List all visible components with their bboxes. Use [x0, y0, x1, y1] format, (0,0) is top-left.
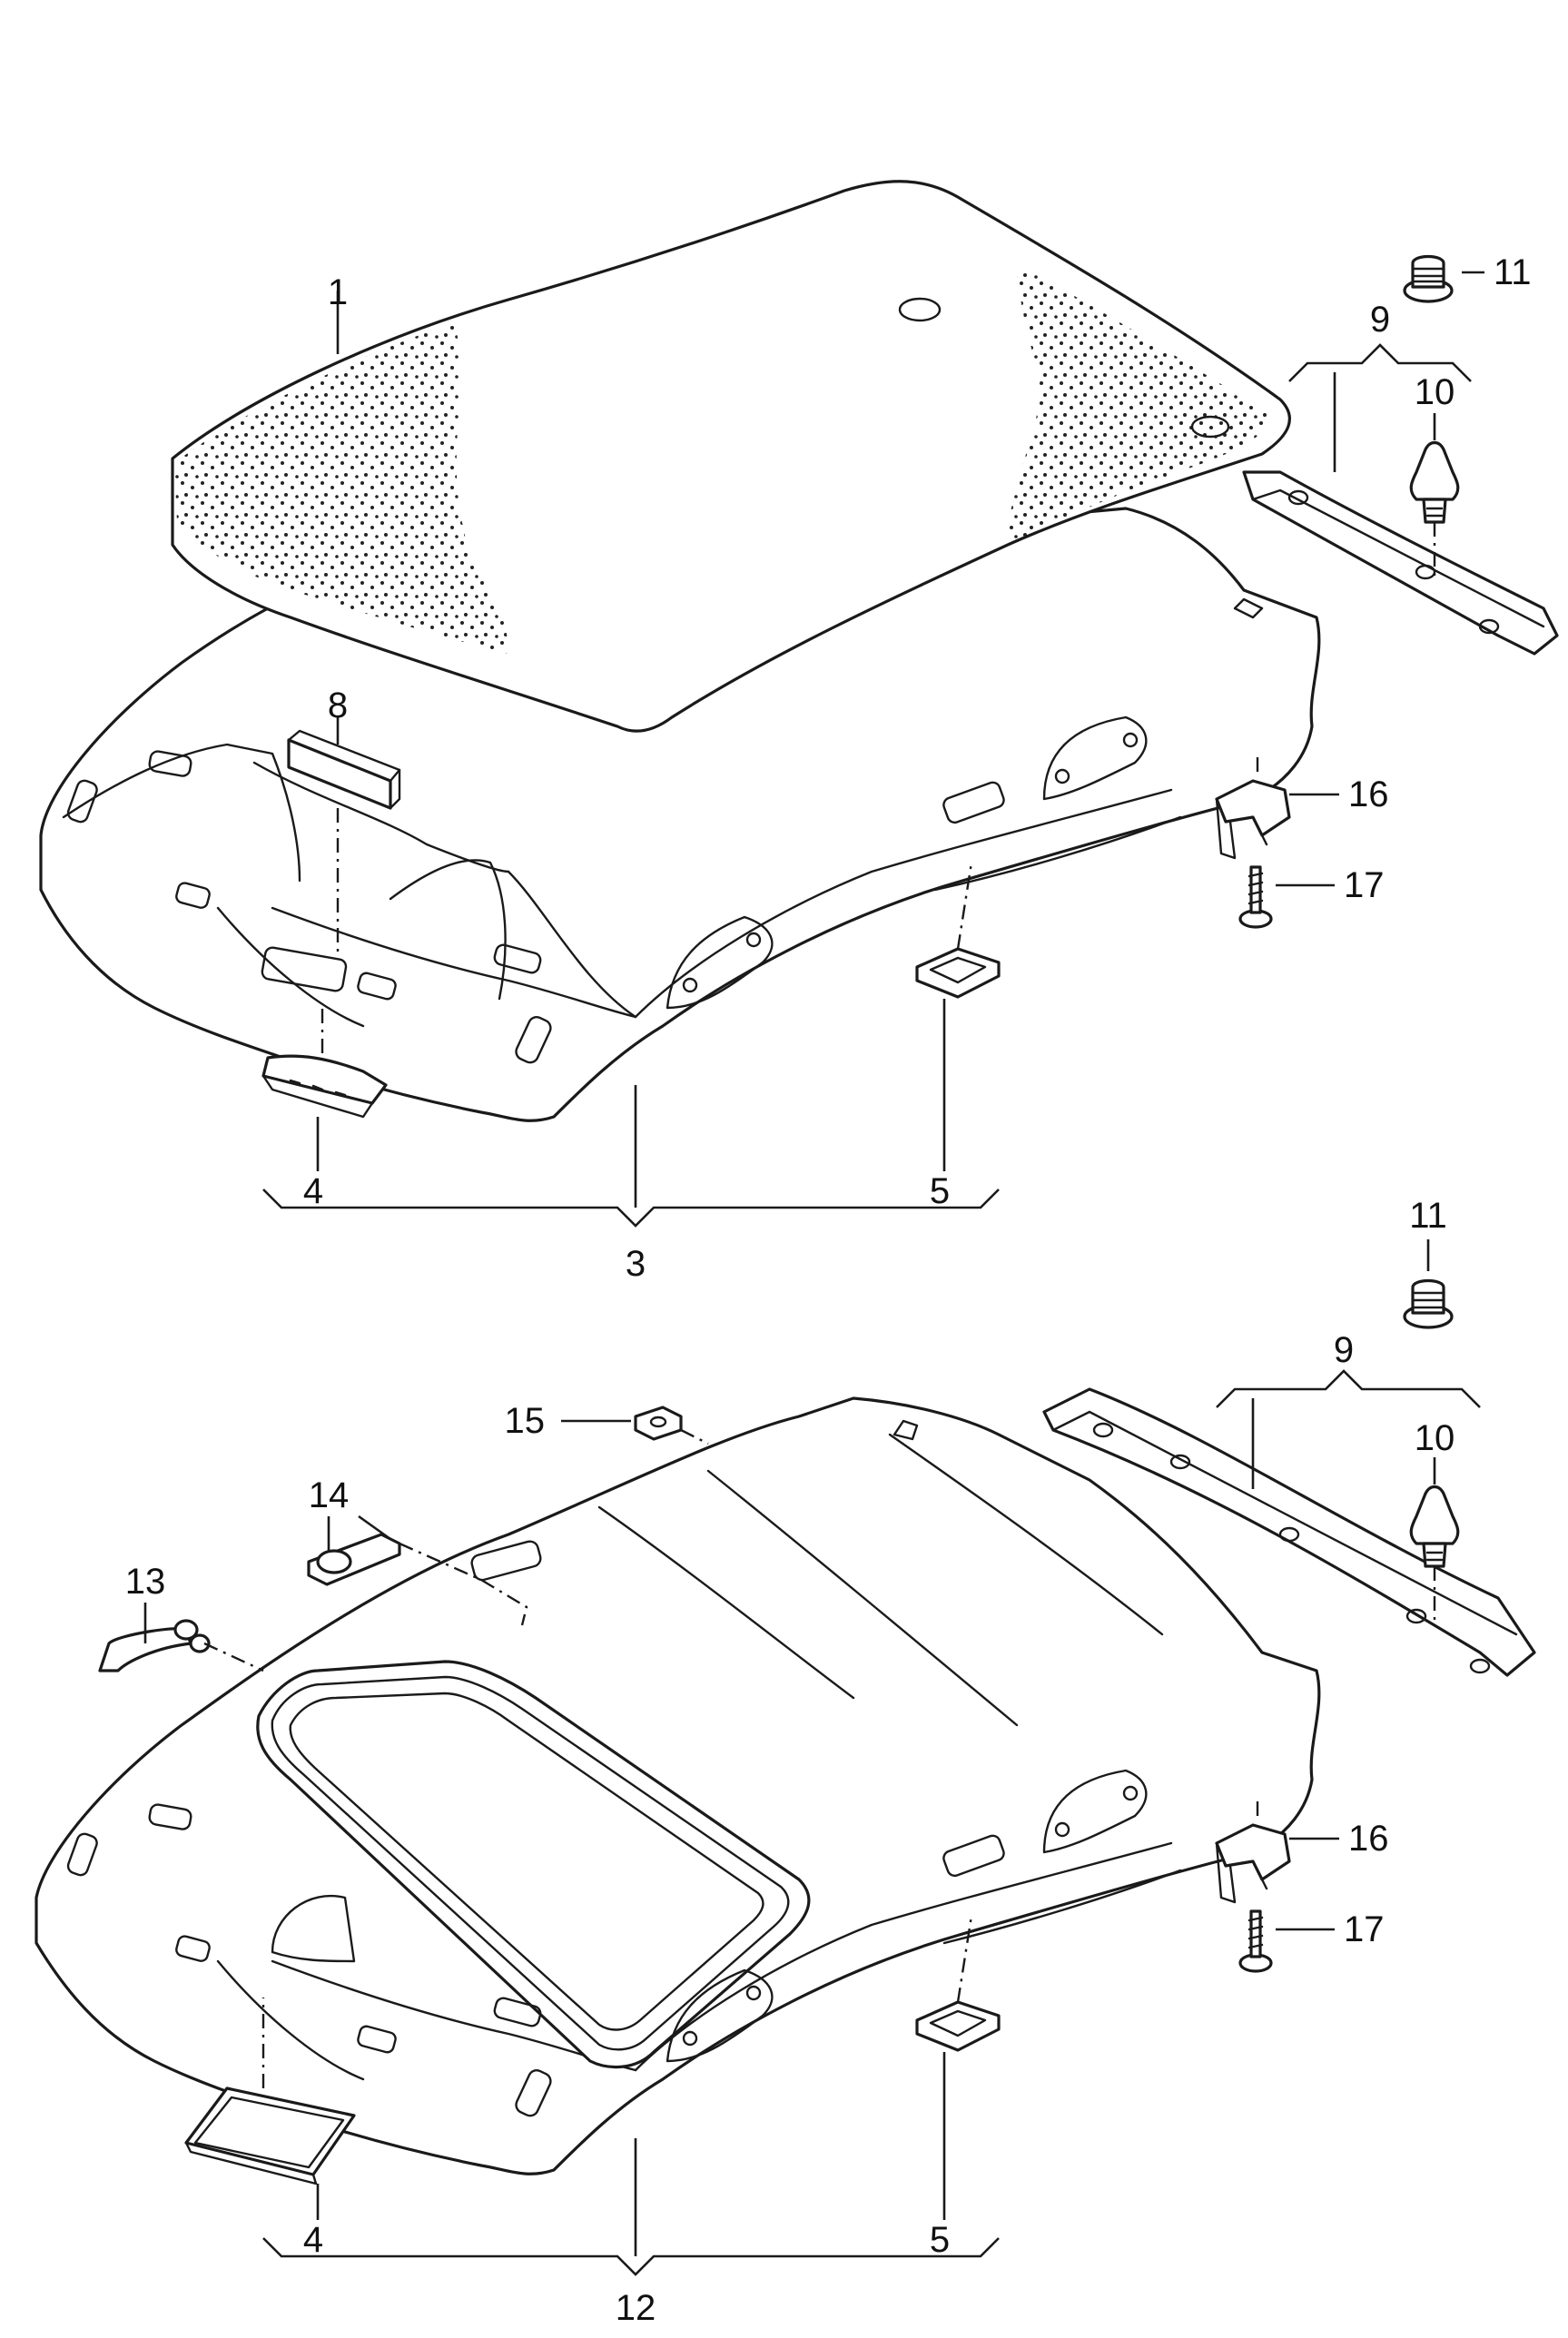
callout-13: 13	[125, 1562, 166, 1602]
clip-part-10-lower	[1409, 1485, 1460, 1568]
callout-4-lower: 4	[303, 2220, 323, 2260]
nut-part-11-upper	[1403, 254, 1454, 303]
callout-17-upper: 17	[1344, 865, 1385, 905]
nut-part-11-lower	[1403, 1278, 1454, 1329]
clip-part-10-upper	[1409, 440, 1460, 524]
rail-part-9-lower	[1042, 1387, 1536, 1677]
part-5-lower	[915, 2000, 1001, 2052]
part-8-strip	[287, 729, 401, 810]
insulation-panel-part-1	[171, 180, 1291, 733]
part-13-grab	[98, 1619, 211, 1672]
part-5-upper	[915, 947, 1001, 999]
part-4-upper	[261, 1054, 388, 1119]
part-14-lamp	[307, 1533, 401, 1586]
dash-15	[680, 1428, 709, 1445]
callout-9-upper: 9	[1370, 300, 1390, 340]
dash-14	[399, 1542, 528, 1626]
callout-10-lower: 10	[1415, 1418, 1455, 1458]
callout-3: 3	[626, 1244, 646, 1284]
callout-12: 12	[616, 2288, 656, 2328]
callout-4-upper: 4	[303, 1171, 323, 1211]
callout-9-lower: 9	[1334, 1330, 1354, 1370]
callout-17-lower: 17	[1344, 1909, 1385, 1949]
rail-part-9-upper	[1242, 470, 1559, 656]
callout-5-upper: 5	[930, 1171, 950, 1211]
lower-assembly: 15 14 13 4 5 12 9 10 11 16 17	[35, 1196, 1536, 2328]
dash-13	[203, 1642, 264, 1672]
part-15-clip	[634, 1406, 683, 1441]
screw-part-17-upper	[1238, 865, 1273, 929]
bracket-part-16-upper	[1215, 779, 1291, 860]
bracket-12	[262, 2237, 1000, 2276]
callout-15: 15	[505, 1401, 546, 1441]
part-4-lower	[184, 2086, 356, 2185]
dash-5-lower	[956, 1915, 973, 2003]
callout-10-upper: 10	[1415, 372, 1455, 412]
callout-11-lower: 11	[1409, 1196, 1447, 1236]
headliner-part-12	[35, 1396, 1321, 2175]
callout-14: 14	[309, 1475, 350, 1515]
bracket-3	[262, 1189, 1000, 1228]
bracket-9-lower	[1216, 1369, 1481, 1408]
bracket-9-upper	[1288, 343, 1472, 382]
callout-5-lower: 5	[930, 2220, 950, 2260]
callout-11-upper: 11	[1494, 252, 1532, 292]
callout-16-upper: 16	[1348, 774, 1389, 814]
bracket-part-16-lower	[1215, 1823, 1291, 1904]
screw-part-17-lower	[1238, 1909, 1273, 1973]
leader-14b	[358, 1514, 391, 1541]
upper-assembly: 1 8 4 5 3 9 10 11 16 17	[39, 180, 1559, 1284]
dash-5-upper	[956, 862, 973, 950]
callout-8: 8	[328, 686, 348, 725]
callout-16-lower: 16	[1348, 1819, 1389, 1859]
callout-1: 1	[328, 272, 348, 312]
